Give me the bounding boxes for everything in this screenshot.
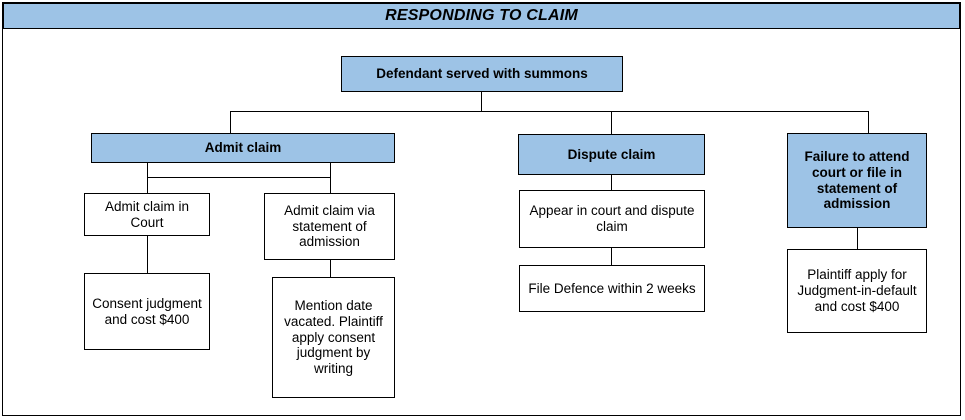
node-defendant-served-with-summons[interactable]: Defendant served with summons xyxy=(341,56,623,92)
node-admit-claim-in-court[interactable]: Admit claim in Court xyxy=(84,193,210,236)
node-appear-in-court[interactable]: Appear in court and dispute claim xyxy=(519,190,705,248)
connector-root-bar xyxy=(230,111,868,112)
connector-admit-to-admit-statement xyxy=(330,177,331,193)
connector-admit-bar xyxy=(147,177,330,178)
connector-appear-to-file-defence xyxy=(611,248,612,265)
node-consent-judgment[interactable]: Consent judgment and cost $400 xyxy=(84,273,210,350)
node-mention-date-vacated[interactable]: Mention date vacated. Plaintiff apply co… xyxy=(272,277,395,398)
node-label: File Defence within 2 weeks xyxy=(528,280,696,296)
connector-admit-to-admit-court xyxy=(147,177,148,193)
connector-admit-stem-right xyxy=(330,163,331,177)
connector-root-stem xyxy=(481,92,482,111)
connector-root-to-admit xyxy=(230,111,231,133)
node-file-defence[interactable]: File Defence within 2 weeks xyxy=(519,265,705,312)
node-label: Plaintiff apply for Judgment-in-default … xyxy=(797,267,917,314)
diagram-title-bar: RESPONDING TO CLAIM xyxy=(3,3,960,29)
node-label: Appear in court and dispute claim xyxy=(529,203,695,234)
node-admit-claim[interactable]: Admit claim xyxy=(91,133,395,163)
node-plaintiff-apply-judgment-in-default[interactable]: Plaintiff apply for Judgment-in-default … xyxy=(787,249,927,333)
connector-admit-stem-left xyxy=(147,163,148,177)
node-label: Failure to attend court or file in state… xyxy=(804,148,910,212)
node-label: Mention date vacated. Plaintiff apply co… xyxy=(284,297,383,377)
node-label: Admit claim xyxy=(204,140,282,156)
diagram-frame xyxy=(2,2,961,416)
node-admit-claim-via-statement[interactable]: Admit claim via statement of admission xyxy=(264,193,395,260)
connector-admit-statement-to-mention xyxy=(330,260,331,277)
node-label: Admit claim in Court xyxy=(104,198,190,230)
connector-admit-court-to-consent xyxy=(147,236,148,273)
connector-root-to-dispute xyxy=(611,111,612,134)
node-failure-to-attend[interactable]: Failure to attend court or file in state… xyxy=(787,133,927,228)
node-label: Dispute claim xyxy=(567,146,656,162)
connector-dispute-to-appear xyxy=(611,175,612,190)
node-label: Admit claim via statement of admission xyxy=(284,202,375,250)
node-dispute-claim[interactable]: Dispute claim xyxy=(518,134,705,175)
node-label: Consent judgment and cost $400 xyxy=(92,295,202,327)
node-label: Defendant served with summons xyxy=(376,66,588,82)
connector-failure-to-plaintiff-apply xyxy=(857,228,858,249)
connector-root-to-failure xyxy=(868,111,869,133)
page-title: RESPONDING TO CLAIM xyxy=(385,7,578,24)
